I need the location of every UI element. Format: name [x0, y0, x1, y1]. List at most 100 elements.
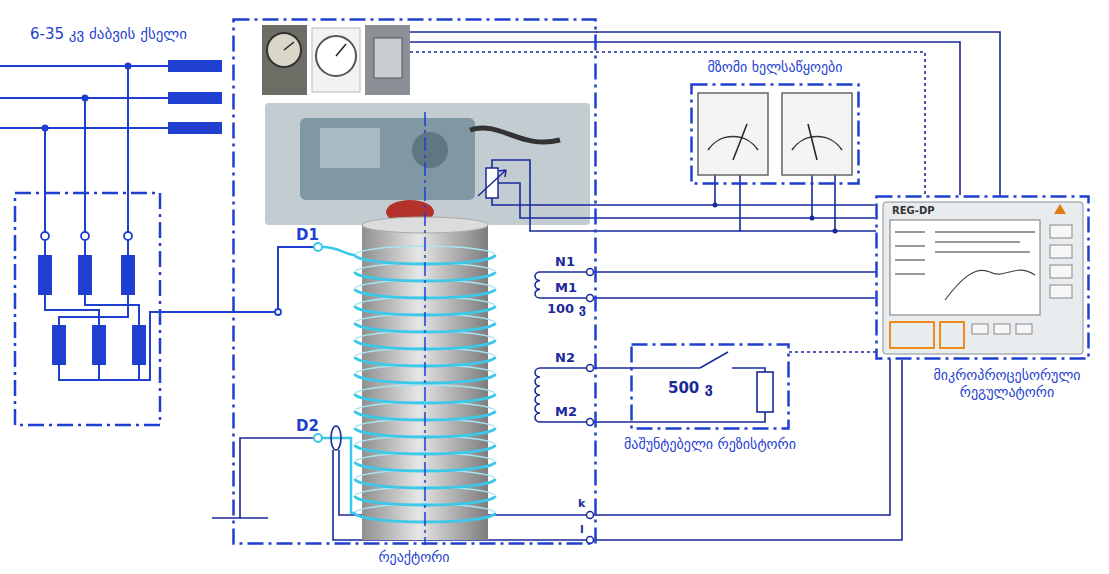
terminal-circles — [41, 232, 281, 315]
wire — [492, 160, 597, 231]
connector-wire — [789, 351, 876, 353]
terminal-circles — [587, 269, 594, 544]
junction-dot — [42, 125, 49, 132]
gauge-photo — [312, 28, 360, 92]
control-wiring — [597, 175, 902, 540]
dash-dot-border — [877, 197, 1089, 359]
reactor-wiring — [212, 32, 960, 540]
wire — [410, 52, 925, 195]
outline — [232, 18, 597, 545]
phase-wire — [0, 66, 168, 232]
terminal-circle — [124, 232, 132, 240]
node-label: მზომი ხელსაწყოები — [707, 59, 842, 76]
junction-dot — [810, 216, 815, 221]
dash-dot-border — [692, 85, 859, 184]
winding-symbol — [132, 325, 146, 365]
wire — [597, 298, 902, 540]
secondary-windings — [535, 272, 597, 540]
device-button — [1016, 324, 1032, 334]
drive-housing — [300, 118, 475, 200]
star-point-wire — [59, 365, 139, 380]
gauge-photo — [262, 25, 307, 95]
meter-needle — [733, 124, 747, 160]
meter-scale — [708, 137, 758, 150]
junction-dot — [125, 63, 132, 70]
terminal-circle — [587, 365, 594, 372]
terminal-circle — [587, 512, 594, 519]
device-button — [972, 324, 988, 334]
connector-wire — [596, 271, 876, 273]
screen-curve — [945, 270, 1035, 300]
junction-dots — [713, 203, 838, 234]
wire — [630, 368, 765, 422]
terminal-circle — [587, 419, 594, 426]
terminal-name: D1 — [296, 227, 319, 244]
outline — [875, 195, 1090, 360]
terminal-circle — [81, 232, 89, 240]
terminal-name: M1 — [555, 281, 577, 296]
node-label: რეაქტორი — [378, 549, 449, 566]
device-button — [890, 322, 934, 348]
grounding-transformer-outline — [15, 193, 160, 425]
coil-lead — [322, 247, 355, 513]
junction-dot — [713, 203, 718, 208]
center-axis — [424, 112, 426, 545]
winding-symbol — [38, 255, 52, 295]
terminal-name: M2 — [555, 405, 577, 420]
screen-lines — [895, 232, 1035, 274]
voltage-value: 500 ვ — [668, 380, 713, 397]
terminal-circle — [587, 295, 594, 302]
current-transformer — [331, 426, 341, 450]
junction-dot — [82, 95, 89, 102]
connector-wire — [596, 359, 890, 515]
switch-symbol — [700, 352, 728, 368]
terminal-name: N2 — [555, 351, 575, 366]
zigzag-wire — [45, 295, 139, 325]
voltage-value: 100 ვ — [547, 302, 586, 317]
connector-wire — [596, 32, 1000, 196]
connector-wire — [596, 367, 631, 369]
terminal-name: N1 — [555, 255, 575, 270]
device-button — [1050, 265, 1072, 278]
device-screen — [890, 220, 1040, 315]
terminal-name: l — [580, 524, 584, 537]
relay-housing — [374, 38, 402, 78]
gauge-photos — [262, 25, 410, 95]
drive-detail — [412, 132, 448, 168]
transformer-wiring — [45, 240, 314, 380]
neutral-wire — [139, 247, 314, 380]
winding-symbol — [535, 272, 586, 298]
wire — [597, 205, 875, 231]
photo-ground — [265, 103, 590, 225]
reactor-box: რეაქტორი — [232, 18, 597, 545]
winding-symbol — [92, 325, 106, 365]
supply-lines — [0, 66, 168, 232]
winding-symbol — [121, 255, 135, 295]
network-label: 6-35 კვ ძაბვის ქსელი — [30, 26, 187, 43]
meter-scale — [792, 137, 842, 150]
winding-symbols — [38, 255, 146, 365]
terminal-circle — [314, 434, 322, 442]
meter-face — [698, 93, 768, 175]
terminal-circle — [314, 243, 322, 251]
resistor-symbol — [757, 372, 773, 412]
terminal-circle — [275, 309, 281, 315]
gauge-photo — [365, 25, 410, 95]
brand-mark — [1054, 204, 1066, 214]
fuse-symbol — [168, 122, 222, 134]
device-button — [940, 322, 964, 348]
connector-wire — [740, 184, 876, 231]
cable — [470, 128, 560, 142]
node-label: მაშუნტებელი რეზისტორი — [624, 436, 796, 453]
resistor-circuit — [630, 352, 773, 422]
node-label: მიკროპროცესორული რეგულატორი — [912, 367, 1102, 401]
drive-detail — [320, 128, 380, 168]
meter-needle — [808, 124, 817, 160]
winding-symbol — [52, 325, 66, 365]
device-button — [1050, 225, 1072, 238]
device-button — [994, 324, 1010, 334]
fuse-symbol — [168, 60, 222, 72]
regulator-box: მიკროპროცესორული რეგულატორი — [875, 195, 1090, 360]
